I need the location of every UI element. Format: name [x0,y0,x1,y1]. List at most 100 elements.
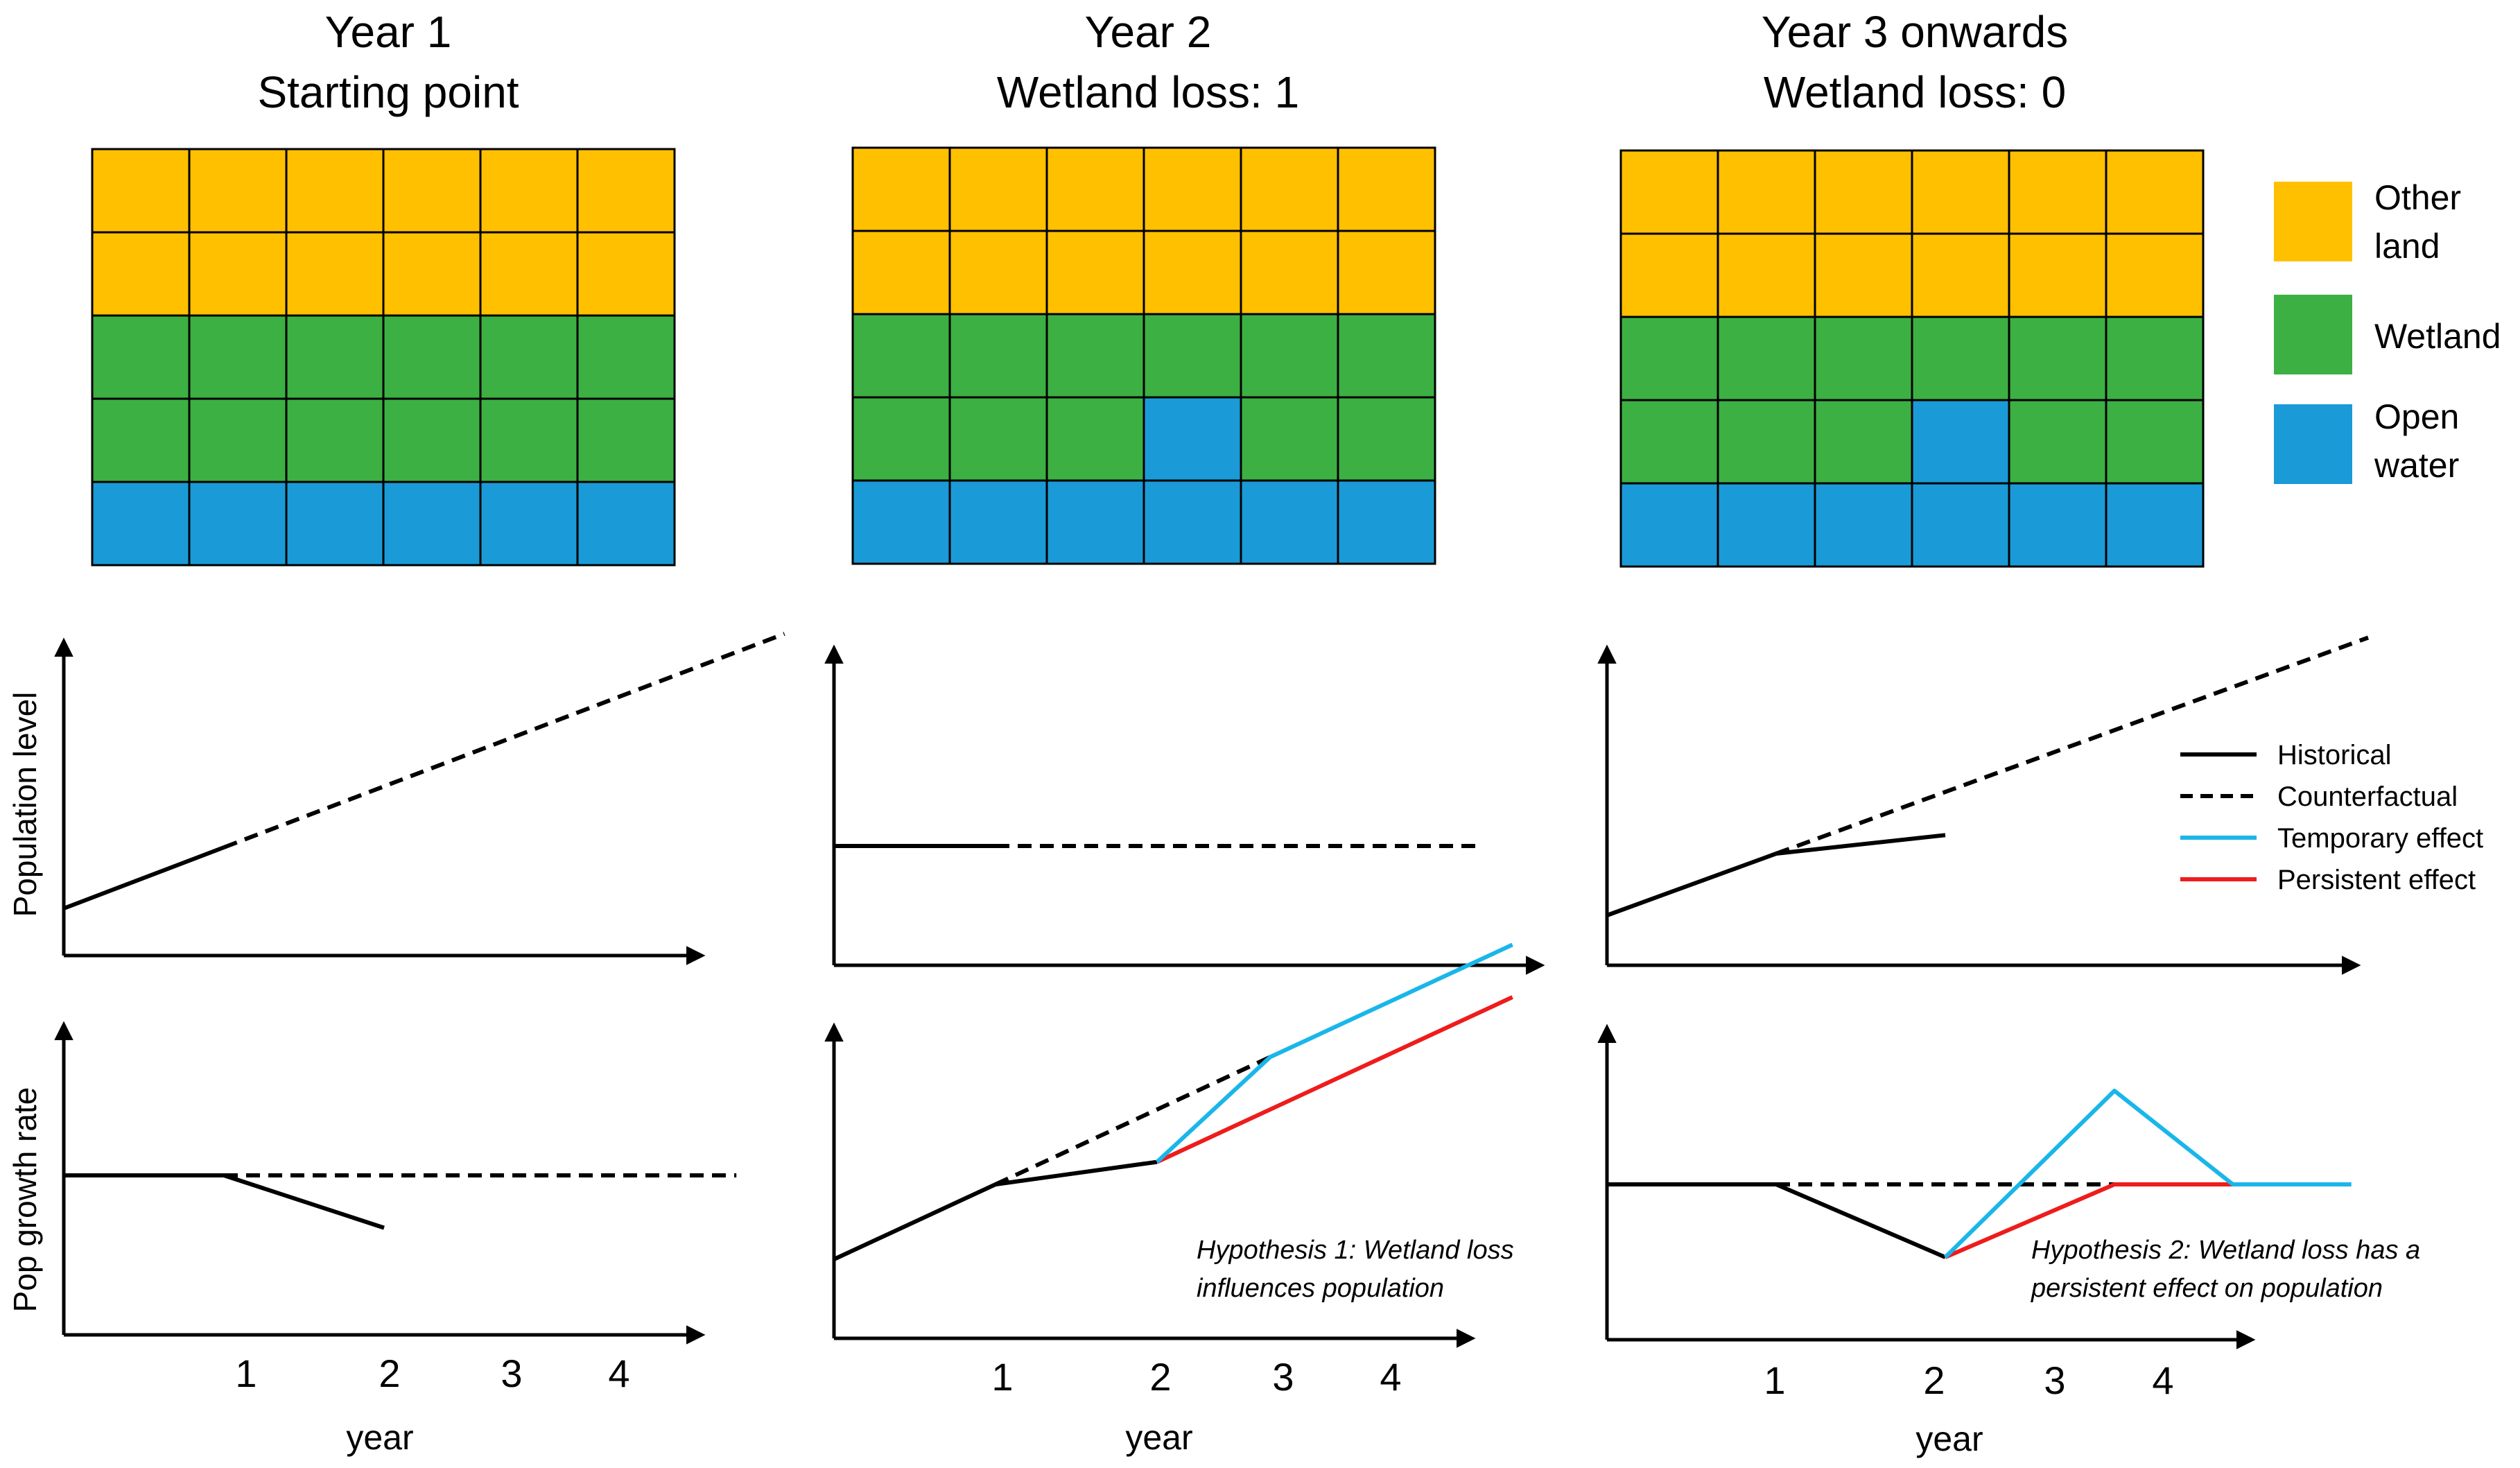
grid-cell-wetland-r3-c4 [2008,399,2108,485]
grid-cell-other-r0-c1 [948,146,1048,232]
charts [54,632,2370,1349]
grid-cell-wetland-r3-c0 [91,397,191,483]
legend-label-other-land-line1: Other [2374,178,2461,217]
land-grid-year-1 [91,148,676,567]
grid-cell-other-r0-c5 [1337,146,1436,232]
grid-cell-wetland-r2-c5 [1337,313,1436,399]
chart-2 [824,644,1545,975]
grid-cell-wetland-r3-c2 [1814,399,1913,485]
series-historical [1606,833,1946,917]
chart-6 [1597,1024,2352,1349]
grid-cell-other-r0-c0 [1619,149,1719,235]
grid-cell-wetland-r3-c3 [382,397,482,483]
grid-cell-water-r4-c1 [948,479,1048,565]
series-historical [64,1173,385,1230]
grid-cell-water-r3-c3 [1911,399,2010,485]
grid-cell-other-r1-c3 [382,231,482,317]
grid-cell-other-r1-c1 [188,231,288,317]
grid-cell-wetland-r3-c4 [479,397,579,483]
grid-cell-wetland-r2-c4 [2008,316,2108,401]
y-label-population-level: Population level [7,692,43,917]
grid-cell-other-r0-c0 [91,148,191,234]
land-cover-legend: Other land Wetland Open water [2274,178,2501,485]
grid-cell-wetland-r2-c3 [1142,313,1242,399]
panel-2-title-line1: Year 2 [1085,7,1212,57]
grid-cell-wetland-r2-c5 [576,314,676,400]
grid-cell-water-r4-c1 [1717,482,1816,568]
series-counterfactual [223,632,785,849]
tick-label-p3-3: 3 [2044,1358,2065,1402]
grid-cell-other-r0-c3 [382,148,482,234]
chart-5 [824,942,1513,1348]
grid-cell-other-r0-c2 [285,148,385,234]
grid-cell-wetland-r2-c2 [1045,313,1145,399]
tick-labels: 1 2 3 4 1 2 3 4 1 2 3 4 [235,1352,2173,1402]
x-label-year-p1: year [346,1418,413,1457]
grid-cell-wetland-r2-c3 [382,314,482,400]
hypothesis-1-line1: Hypothesis 1: Wetland loss [1197,1236,1514,1265]
grid-cell-other-r1-c2 [1045,230,1145,316]
grid-cell-other-r1-c5 [2105,232,2205,318]
grid-cell-other-r0-c4 [2008,149,2108,235]
series-temporary-effect [1943,1089,2352,1259]
legend-label-open-water-line2: water [2374,446,2459,485]
grid-cell-other-r1-c2 [285,231,385,317]
grid-cell-water-r4-c0 [851,479,951,565]
tick-label-p1-3: 3 [501,1352,522,1395]
grid-cell-water-r4-c4 [2008,482,2108,568]
grid-cell-wetland-r2-c1 [948,313,1048,399]
grid-cell-water-r4-c3 [1142,479,1242,565]
grid-cell-wetland-r2-c4 [1240,313,1339,399]
legend-label-wetland: Wetland [2374,317,2501,356]
grid-cell-wetland-r2-c5 [2105,316,2205,401]
panel-titles: Year 1 Starting point Year 2 Wetland los… [257,7,2068,117]
series-counterfactual [994,1055,1271,1186]
legend-swatch-open-water [2274,404,2352,484]
panel-2-title-line2: Wetland loss: 1 [997,67,1299,117]
grid-cell-other-r1-c3 [1142,230,1242,316]
grid-cell-other-r0-c3 [1142,146,1242,232]
grid-cell-other-r1-c0 [851,230,951,316]
grid-cell-water-r3-c3 [1142,396,1242,482]
grid-cell-wetland-r2-c2 [285,314,385,400]
grid-cell-water-r4-c5 [2105,482,2205,568]
tick-label-p3-2: 2 [1923,1358,1945,1402]
curve-legend: Historical Counterfactual Temporary effe… [2180,740,2483,895]
grid-cell-other-r1-c0 [91,231,191,317]
grid-cell-water-r4-c2 [1045,479,1145,565]
grid-cell-wetland-r2-c2 [1814,316,1913,401]
land-grid-year-3 [1619,149,2205,568]
grid-cell-wetland-r3-c0 [1619,399,1719,485]
legend-swatch-wetland [2274,295,2352,374]
chart-3 [1597,635,2370,975]
grid-cell-water-r4-c2 [1814,482,1913,568]
panel-1-title-line1: Year 1 [325,7,452,57]
series-historical [62,845,225,910]
series-historical [833,1159,1158,1261]
grid-cell-wetland-r2-c0 [851,313,951,399]
grid-cell-other-r1-c2 [1814,232,1913,318]
grid-cell-wetland-r2-c4 [479,314,579,400]
grid-cell-water-r4-c5 [576,481,676,567]
grid-cell-other-r0-c2 [1045,146,1145,232]
grid-cell-water-r4-c5 [1337,479,1436,565]
panel-3-title-line2: Wetland loss: 0 [1764,67,2066,117]
legend-label-open-water-line1: Open [2374,397,2459,436]
curve-legend-label-historical: Historical [2277,740,2391,770]
series-persistent-effect [1156,995,1513,1164]
grid-cell-other-r1-c4 [2008,232,2108,318]
grid-cell-wetland-r2-c1 [1717,316,1816,401]
grid-cell-other-r1-c5 [576,231,676,317]
grid-cell-other-r1-c1 [948,230,1048,316]
grid-cell-wetland-r3-c1 [1717,399,1816,485]
grid-cell-other-r1-c3 [1911,232,2010,318]
legend-label-other-land-line2: land [2374,227,2440,266]
grid-cell-wetland-r3-c1 [948,396,1048,482]
grid-cell-wetland-r3-c2 [285,397,385,483]
chart-1 [54,632,785,965]
grid-cell-other-r0-c4 [479,148,579,234]
grid-cell-water-r4-c0 [91,481,191,567]
grid-cell-wetland-r3-c0 [851,396,951,482]
grid-cell-other-r0-c4 [1240,146,1339,232]
grid-cell-water-r4-c4 [1240,479,1339,565]
